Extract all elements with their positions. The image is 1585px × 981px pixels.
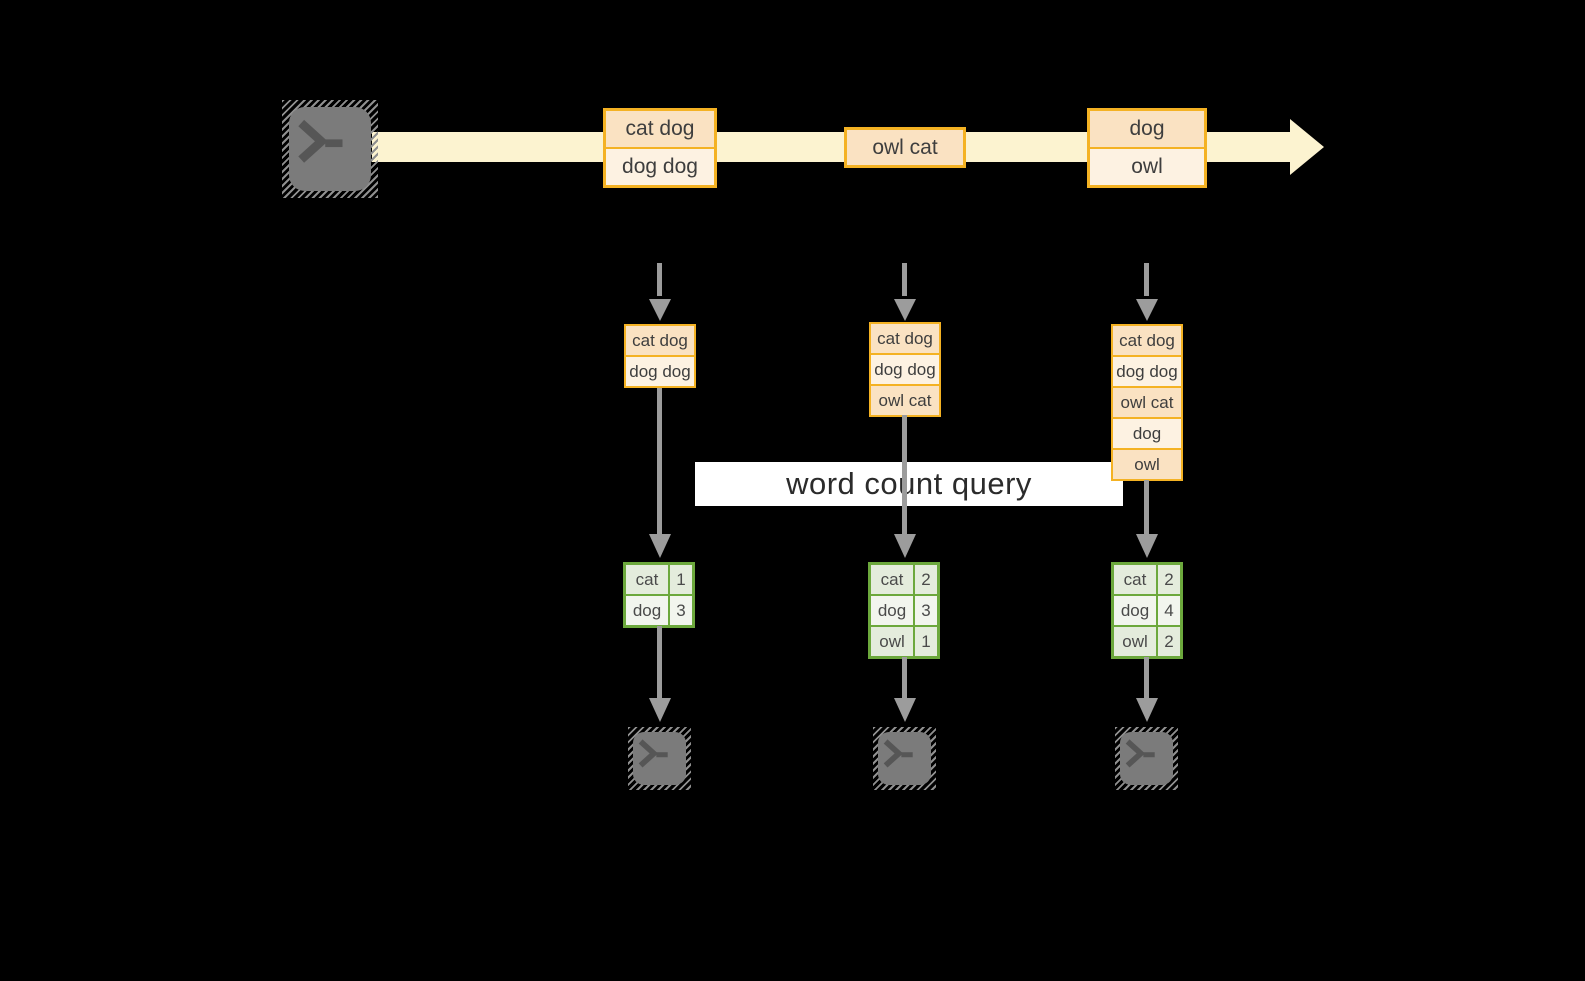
result-count: 1 [670,565,692,594]
result-table-1: cat 1 dog 3 [623,562,695,628]
down-arrowhead-icon [649,534,671,558]
output-arrow-stem [902,657,907,698]
down-arrowhead-icon [649,299,671,321]
input-row: cat dog [626,326,694,355]
input-row: dog dog [1113,355,1181,386]
input-row: owl cat [1113,386,1181,417]
stream-record: owl cat [847,130,963,165]
stream-record: cat dog [606,111,714,147]
result-word: dog [871,596,913,625]
source-terminal-icon [282,100,378,198]
result-word: cat [1114,565,1156,594]
down-arrowhead-icon [649,698,671,722]
input-stream-arrowhead-icon [1290,119,1324,175]
input-row: cat dog [871,324,939,353]
result-count: 1 [915,627,937,656]
stream-record: dog dog [606,147,714,185]
down-arrowhead-icon [894,534,916,558]
query-arrow-stem [902,415,907,534]
input-row: dog dog [626,355,694,386]
stream-record: owl [1090,147,1204,185]
input-table-1: cat dog dog dog [624,324,696,388]
result-word: cat [871,565,913,594]
query-band: word count query [695,462,1123,506]
stream-batch-2: owl cat [844,127,966,168]
down-arrowhead-icon [1136,698,1158,722]
sink-terminal-icon-1 [628,727,691,790]
input-row: cat dog [1113,326,1181,355]
result-count: 4 [1158,596,1180,625]
terminal-prompt-icon [883,739,913,768]
result-count: 2 [1158,627,1180,656]
sink-terminal-icon-2 [873,727,936,790]
down-arrowhead-icon [1136,534,1158,558]
input-row: owl [1113,448,1181,479]
output-arrow-stem [657,626,662,698]
result-count: 3 [915,596,937,625]
terminal-screen [289,107,371,191]
output-arrow-stem [1144,657,1149,698]
result-table-2: cat 2 dog 3 owl 1 [868,562,940,659]
dashed-arrow-stem [657,263,662,296]
stream-batch-1: cat dog dog dog [603,108,717,188]
input-row: dog dog [871,353,939,384]
query-arrow-stem [1144,480,1149,534]
down-arrowhead-icon [894,698,916,722]
result-word: dog [626,596,668,625]
input-table-2: cat dog dog dog owl cat [869,322,941,417]
sink-terminal-icon-3 [1115,727,1178,790]
result-table-3: cat 2 dog 4 owl 2 [1111,562,1183,659]
result-word: owl [871,627,913,656]
terminal-prompt-icon [1125,739,1155,768]
input-row: owl cat [871,384,939,415]
input-row: dog [1113,417,1181,448]
result-count: 3 [670,596,692,625]
terminal-prompt-icon [638,739,668,768]
stream-record: dog [1090,111,1204,147]
result-word: dog [1114,596,1156,625]
stream-batch-3: dog owl [1087,108,1207,188]
query-arrow-stem [657,388,662,534]
input-table-3: cat dog dog dog owl cat dog owl [1111,324,1183,481]
query-label: word count query [786,466,1032,501]
down-arrowhead-icon [1136,299,1158,321]
dashed-arrow-stem [902,263,907,296]
down-arrowhead-icon [894,299,916,321]
result-count: 2 [1158,565,1180,594]
result-word: cat [626,565,668,594]
terminal-prompt-icon [298,119,343,163]
dashed-arrow-stem [1144,263,1149,296]
result-count: 2 [915,565,937,594]
result-word: owl [1114,627,1156,656]
